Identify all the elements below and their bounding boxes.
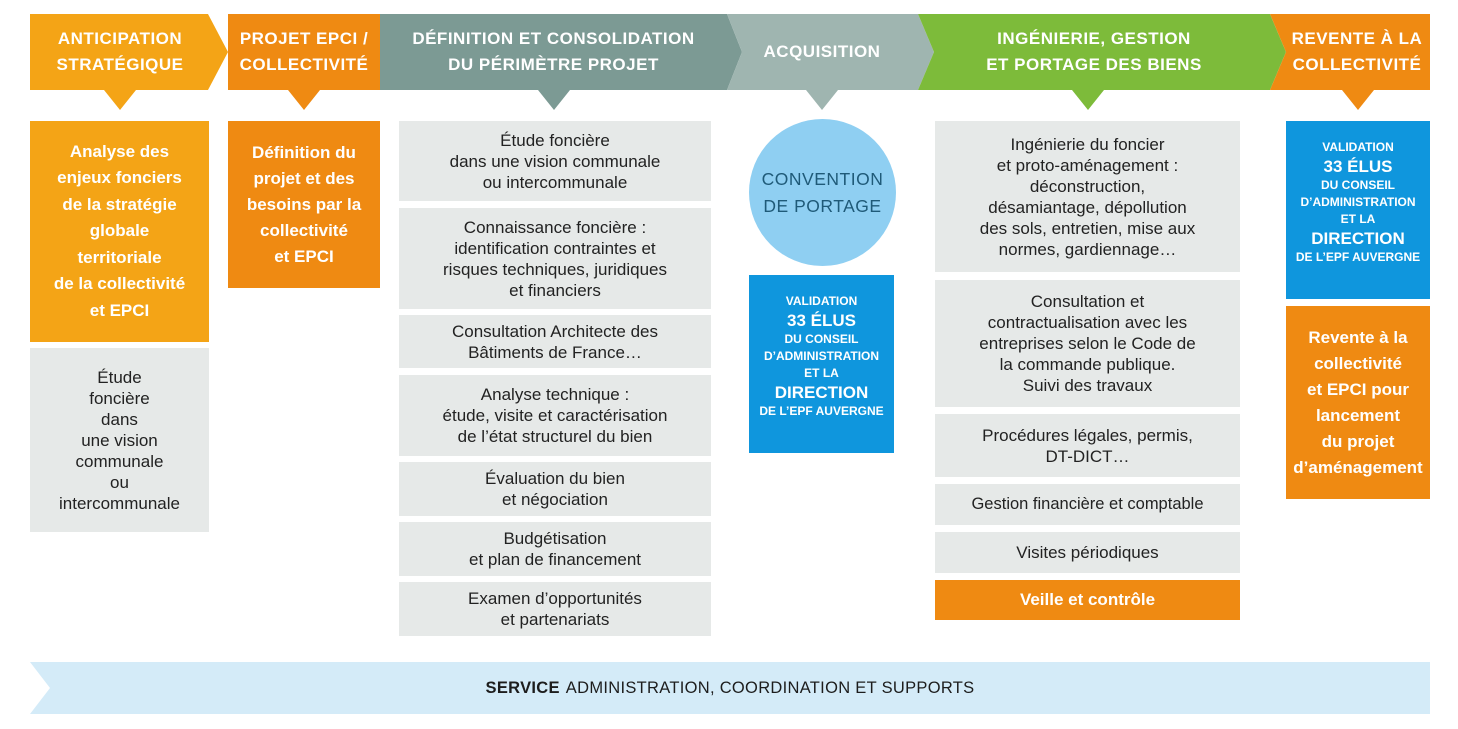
validation-administration: D’ADMINISTRATION — [1300, 195, 1416, 209]
footer-service-bold: SERVICE — [485, 678, 560, 697]
validation-box-acquisition: VALIDATION 33 ÉLUS DU CONSEIL D’ADMINIST… — [749, 275, 894, 453]
validation-label: VALIDATION — [785, 294, 858, 308]
validation-direction: DIRECTION — [1311, 229, 1405, 248]
header-ingenierie: INGÉNIERIE, GESTION ET PORTAGE DES BIENS — [986, 29, 1202, 74]
validation-epf: DE L’EPF AUVERGNE — [759, 404, 884, 418]
definition-item-6: Budgétisation et plan de financement — [399, 522, 711, 576]
validation-label: VALIDATION — [1322, 140, 1394, 154]
definition-item-7: Examen d’opportunités et partenariats — [399, 582, 711, 636]
validation-elus: 33 ÉLUS — [787, 311, 856, 330]
header-pointer-revente — [1342, 90, 1374, 110]
analyse-enjeux-box: Analyse des enjeux fonciers de la straté… — [30, 121, 209, 342]
validation-elus: 33 ÉLUS — [1323, 157, 1393, 176]
validation-direction: DIRECTION — [774, 383, 869, 402]
etude-fonciere-box: Étude foncière dans une vision communale… — [30, 348, 209, 532]
validation-epf: DE L’EPF AUVERGNE — [1295, 250, 1421, 264]
header-revente: REVENTE À LA COLLECTIVITÉ — [1291, 29, 1423, 74]
header-definition: DÉFINITION ET CONSOLIDATION DU PÉRIMÈTRE… — [412, 29, 695, 74]
header-anticipation: ANTICIPATION STRATÉGIQUE — [56, 29, 184, 74]
ingenierie-item-1: Ingénierie du foncier et proto-aménageme… — [935, 121, 1240, 272]
validation-administration: D’ADMINISTRATION — [763, 349, 880, 363]
validation-et-la: ET LA — [804, 366, 839, 380]
convention-portage-circle: CONVENTION DE PORTAGE — [749, 119, 896, 266]
header-pointer-acquisition — [806, 90, 838, 110]
validation-et-la: ET LA — [1340, 212, 1376, 226]
validation-conseil: DU CONSEIL — [1320, 178, 1395, 192]
ingenierie-item-5: Visites périodiques — [935, 532, 1240, 573]
definition-item-3: Consultation Architecte des Bâtiments de… — [399, 315, 711, 368]
header-pointer-anticipation — [104, 90, 136, 110]
ingenierie-item-2: Consultation et contractualisation avec … — [935, 280, 1240, 407]
definition-item-5: Évaluation du bien et négociation — [399, 462, 711, 516]
veille-controle-box: Veille et contrôle — [935, 580, 1240, 620]
footer-service-text: ADMINISTRATION, COORDINATION ET SUPPORTS — [565, 678, 975, 697]
header-projet: PROJET EPCI / COLLECTIVITÉ — [239, 29, 369, 74]
header-pointer-ingenierie — [1072, 90, 1104, 110]
header-pointer-definition — [538, 90, 570, 110]
definition-projet-box: Définition du projet et des besoins par … — [228, 121, 380, 288]
validation-conseil: DU CONSEIL — [784, 332, 859, 346]
footer-service-label: SERVICE ADMINISTRATION, COORDINATION ET … — [30, 662, 1430, 714]
validation-box-revente: VALIDATION 33 ÉLUS DU CONSEIL D’ADMINIST… — [1286, 121, 1430, 299]
definition-item-2: Connaissance foncière : identification c… — [399, 208, 711, 309]
ingenierie-item-3: Procédures légales, permis, DT-DICT… — [935, 414, 1240, 477]
definition-item-1: Étude foncière dans une vision communale… — [399, 121, 711, 201]
ingenierie-item-4: Gestion financière et comptable — [935, 484, 1240, 525]
definition-item-4: Analyse technique : étude, visite et car… — [399, 375, 711, 456]
revente-box: Revente à la collectivité et EPCI pour l… — [1286, 306, 1430, 499]
header-acquisition: ACQUISITION — [763, 42, 881, 61]
header-pointer-projet — [288, 90, 320, 110]
